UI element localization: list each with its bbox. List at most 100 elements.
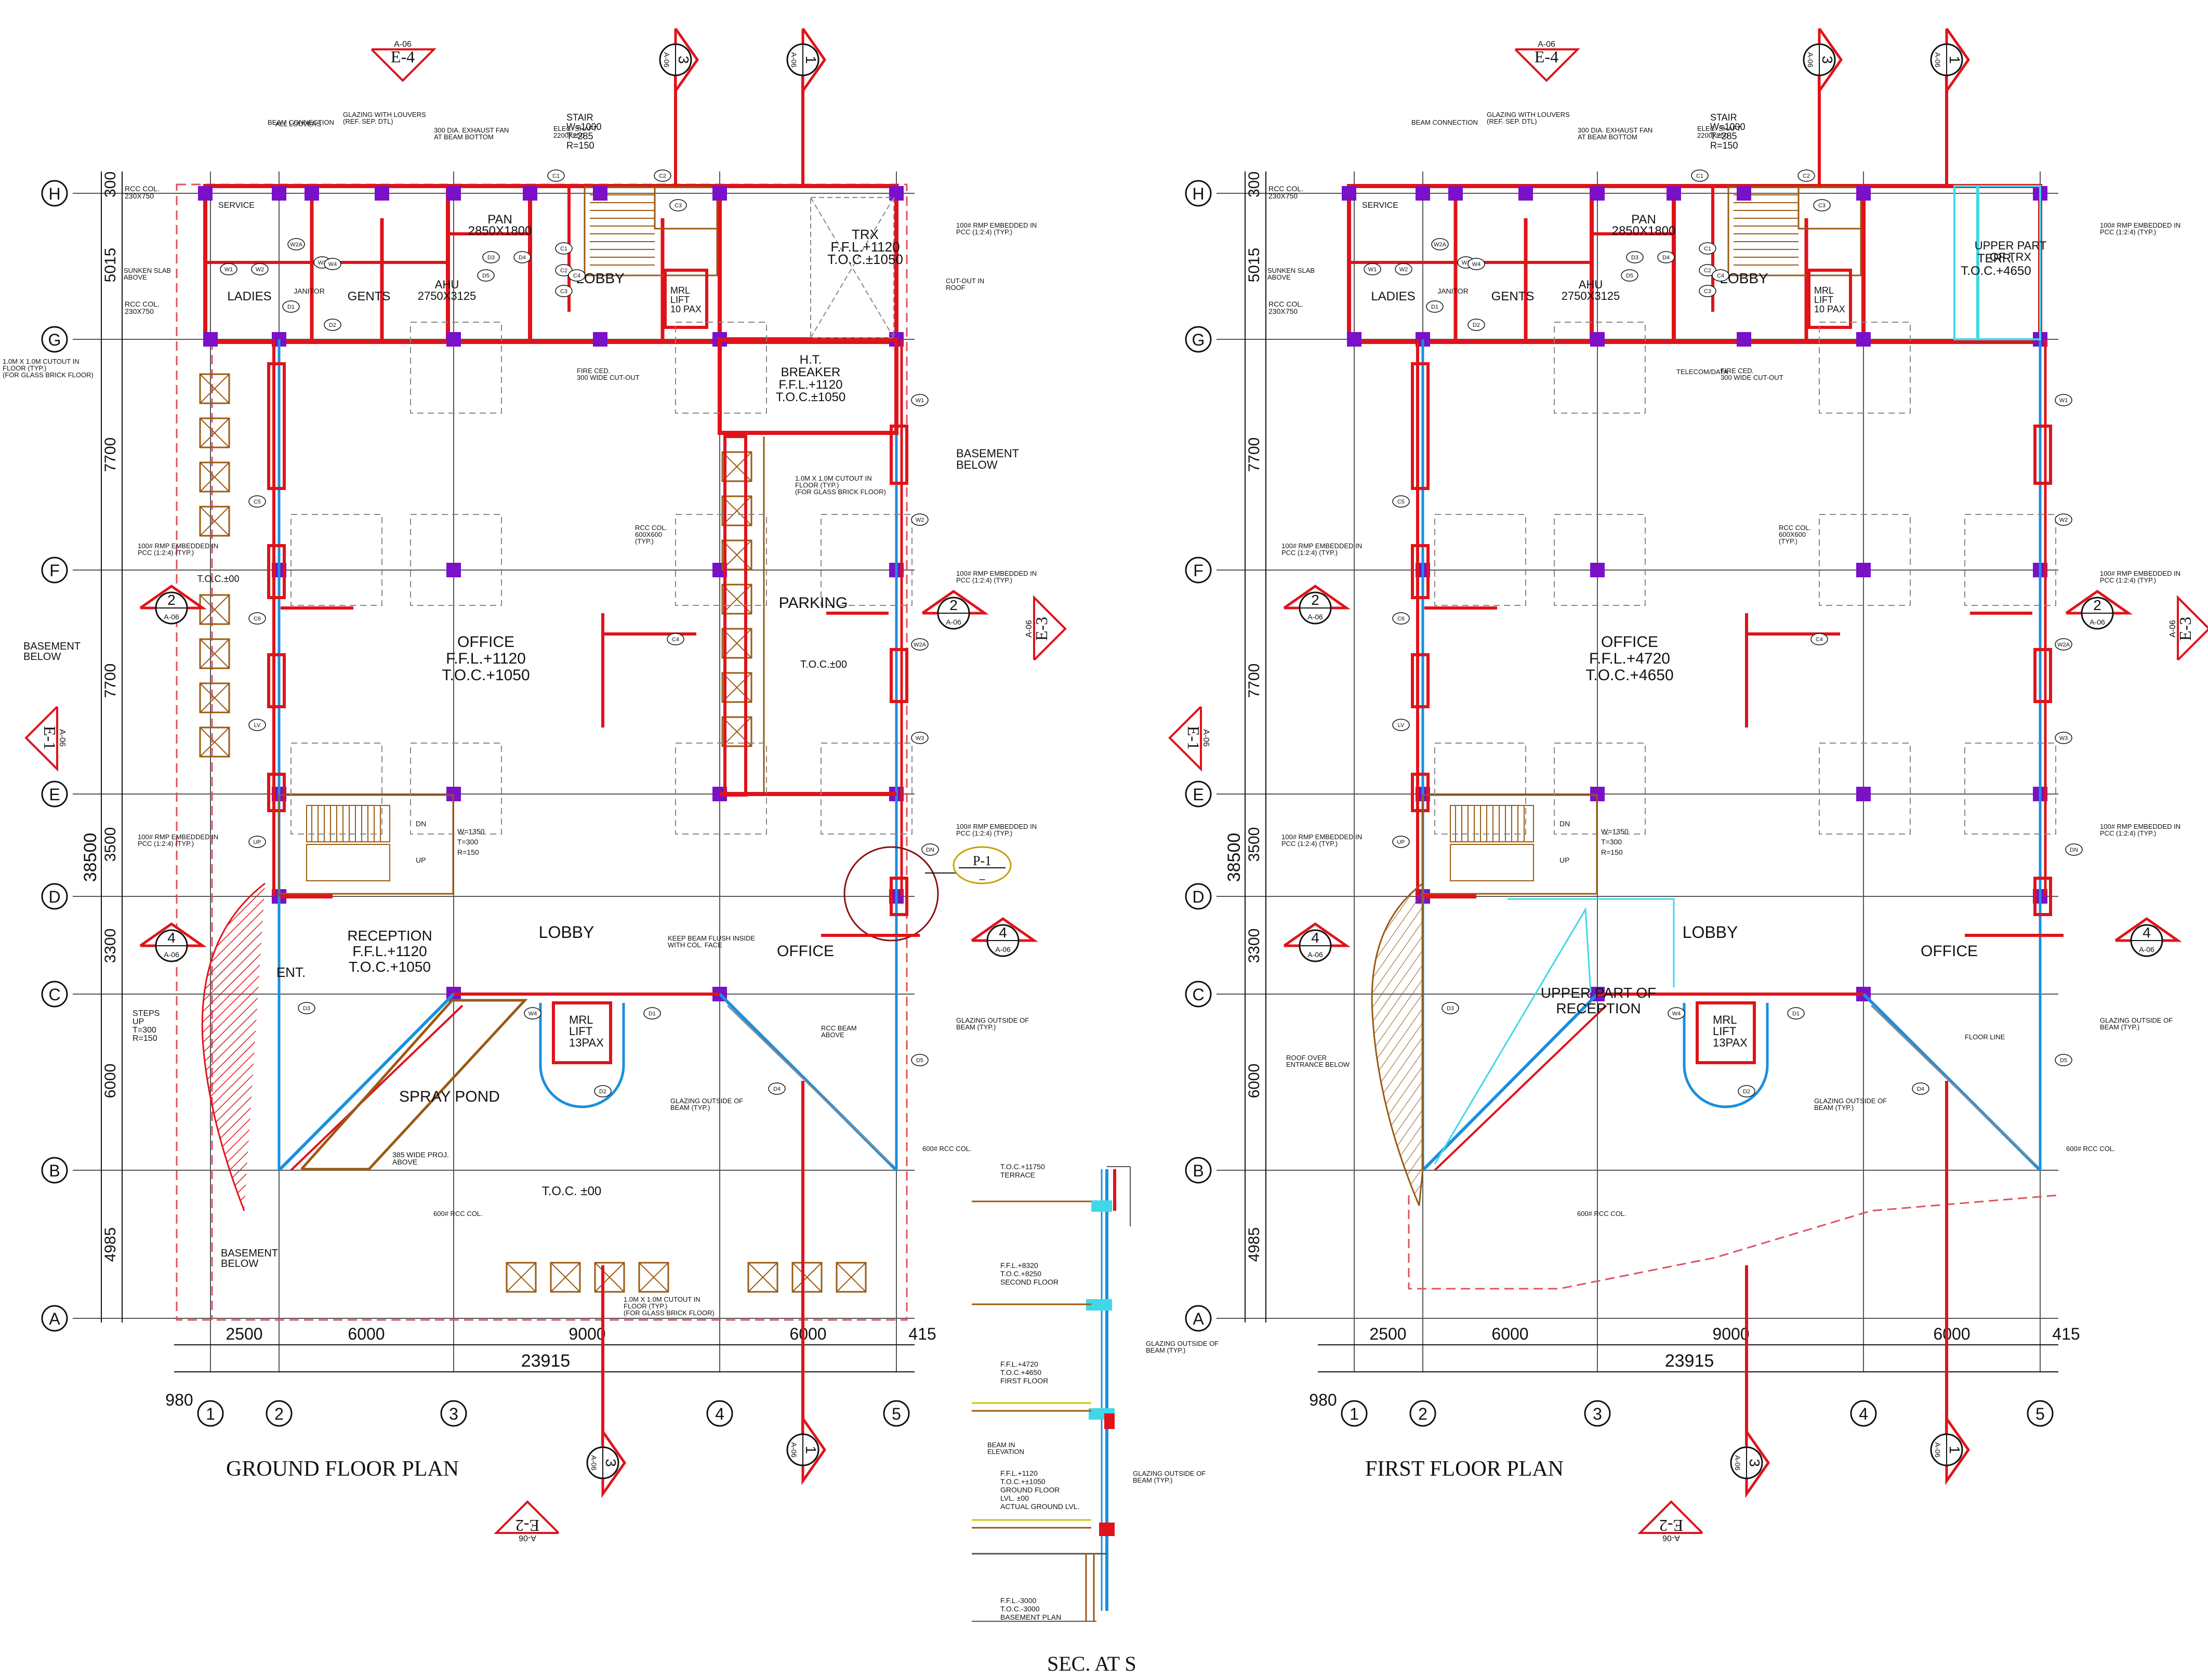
- tag-bubble: [2055, 394, 2072, 406]
- section-marker: 4A-06: [1283, 922, 1351, 962]
- section-level-label: F.F.L.-3000: [1000, 1596, 1036, 1605]
- tag-bubble: [2065, 843, 2083, 856]
- footing-outline: [675, 322, 767, 414]
- room-gents: GENTS: [1491, 289, 1535, 303]
- rcc-column: [1737, 186, 1751, 201]
- room-upper-trx: UPPER PART: [1975, 239, 2047, 252]
- tag-text: C3: [1704, 288, 1711, 295]
- note-projection: ABOVE: [392, 1158, 417, 1166]
- room-pan: PAN: [487, 213, 512, 227]
- room-ahu: 2750X3125: [1562, 289, 1620, 302]
- section-level-label: GROUND FLOOR: [1000, 1486, 1060, 1494]
- tag-bubble: [594, 1085, 612, 1097]
- tag-text: D2: [329, 322, 336, 328]
- grid-bubble-col: [1584, 1400, 1611, 1427]
- footing-outline: [1964, 743, 2056, 835]
- note-rcc-col-mid: 600X600: [635, 531, 662, 538]
- note-rcc-col-mid: 600X600: [1779, 531, 1806, 538]
- tag-text: D4: [519, 255, 526, 261]
- small-lift-shaft: [664, 269, 708, 329]
- sheet-ref: A-06: [58, 729, 67, 747]
- tag-bubble: [2055, 638, 2072, 651]
- footing-outline: [1554, 322, 1646, 414]
- grid-bubble-col: [883, 1400, 910, 1427]
- offset-dimension: 980: [165, 1391, 193, 1409]
- grid-bubble-row: [1185, 557, 1212, 584]
- note-rcc-col: RCC COL.: [1268, 300, 1303, 308]
- note-glazing-louvers: (REF. SEP. DTL): [1487, 117, 1537, 125]
- note-rcc-col: RCC COL.: [125, 300, 160, 308]
- east-pier: [890, 877, 908, 916]
- sheet-ref: A-06: [394, 40, 412, 49]
- cutout-cross: [594, 1262, 625, 1292]
- note-rcc-col: 230X750: [125, 307, 154, 315]
- rcc-column: [1856, 332, 1871, 347]
- note-rmp: PCC (1:2:4) (TYP.): [1281, 549, 1338, 557]
- stair-dn-tag: DN: [1559, 819, 1570, 828]
- steps-note: UP: [133, 1017, 144, 1026]
- room-spray-pond: SPRAY POND: [399, 1088, 500, 1105]
- glass-brick-cutout: [721, 451, 752, 482]
- sheet-ref: A-06: [1934, 1442, 1942, 1458]
- note-glazing: BEAM (TYP.): [2100, 1023, 2139, 1031]
- tag-text: W2A: [1434, 242, 1447, 248]
- tag-bubble: [911, 513, 929, 526]
- col-dimension: 9000: [568, 1325, 605, 1343]
- tag-text: W2: [2059, 517, 2068, 523]
- basement-right: BELOW: [956, 458, 998, 471]
- tag-bubble: [220, 263, 237, 275]
- section-level-label: T.O.C.-3000: [1000, 1605, 1040, 1613]
- grid-bubble-row: [1185, 1305, 1212, 1332]
- grid-label-col: 4: [1859, 1405, 1868, 1423]
- room-office: F.F.L.+1120: [446, 650, 526, 667]
- elevation-label: E-2: [1659, 1516, 1683, 1535]
- tag-bubble: [547, 169, 565, 182]
- grid-label-col: 5: [892, 1405, 901, 1423]
- note-cutout-roof: ROOF: [946, 284, 966, 292]
- grid-label-row: G: [1192, 330, 1205, 349]
- note-cutout-floor: (FOR GLASS BRICK FLOOR): [624, 1309, 715, 1317]
- section-level-label: SECOND FLOOR: [1000, 1278, 1059, 1286]
- note-rcc-col: 230X750: [125, 192, 154, 200]
- tag-text: D4: [1917, 1086, 1924, 1092]
- rcc-column: [446, 332, 461, 347]
- section-number: 4: [1311, 930, 1319, 946]
- grid-label-row: C: [1192, 985, 1204, 1004]
- tag-bubble: [1691, 169, 1709, 182]
- tag-bubble: [248, 495, 266, 508]
- rcc-column: [1590, 332, 1605, 347]
- section-level-label: T.O.C.+±1050: [1000, 1477, 1046, 1486]
- reception-void-line: [1434, 907, 1592, 1165]
- central-lift-label: LIFT: [569, 1025, 592, 1038]
- note-cutout-floor: 1.0M X 1.0M CUTOUT IN: [3, 358, 80, 365]
- section-level-label: T.O.C.+4650: [1000, 1368, 1041, 1377]
- tag-text: D5: [916, 1057, 923, 1064]
- steps-note: STEPS: [133, 1009, 160, 1018]
- stair-note: R=150: [1601, 848, 1623, 856]
- grid-bubble-row: [41, 781, 68, 808]
- stair-up-tag: UP: [416, 856, 426, 864]
- note-roof-over: ENTRANCE BELOW: [1286, 1061, 1350, 1068]
- tag-text: C2: [1803, 173, 1810, 179]
- section-level-label: F.F.L.+4720: [1000, 1360, 1038, 1368]
- tag-text: W3: [916, 735, 924, 742]
- room-stair: R=150: [566, 140, 594, 151]
- grid-bubble-row: [41, 981, 68, 1008]
- note-glazing: GLAZING OUTSIDE OF: [1814, 1097, 1887, 1105]
- rcc-column: [1667, 186, 1681, 201]
- footing-outline: [410, 514, 502, 606]
- grid-bubble-row: [1185, 1157, 1212, 1184]
- tag-text: C4: [1717, 273, 1724, 279]
- rcc-column: [889, 186, 904, 201]
- room-office-right: OFFICE: [1921, 943, 1978, 960]
- room-office: OFFICE: [457, 633, 514, 651]
- room-stair: STAIR: [1710, 112, 1737, 123]
- stair-note: T=300: [1601, 838, 1622, 846]
- tag-text: D2: [1743, 1089, 1750, 1095]
- tag-text: C4: [1816, 637, 1823, 643]
- central-lift-glazing: [539, 1003, 625, 1108]
- note-exhaust-fan: 300 DIA. EXHAUST FAN: [1578, 126, 1652, 134]
- elevation-label: E-3: [1032, 617, 1051, 641]
- row-dimension: 3300: [102, 929, 119, 963]
- sheet-ref: A-06: [1307, 950, 1323, 959]
